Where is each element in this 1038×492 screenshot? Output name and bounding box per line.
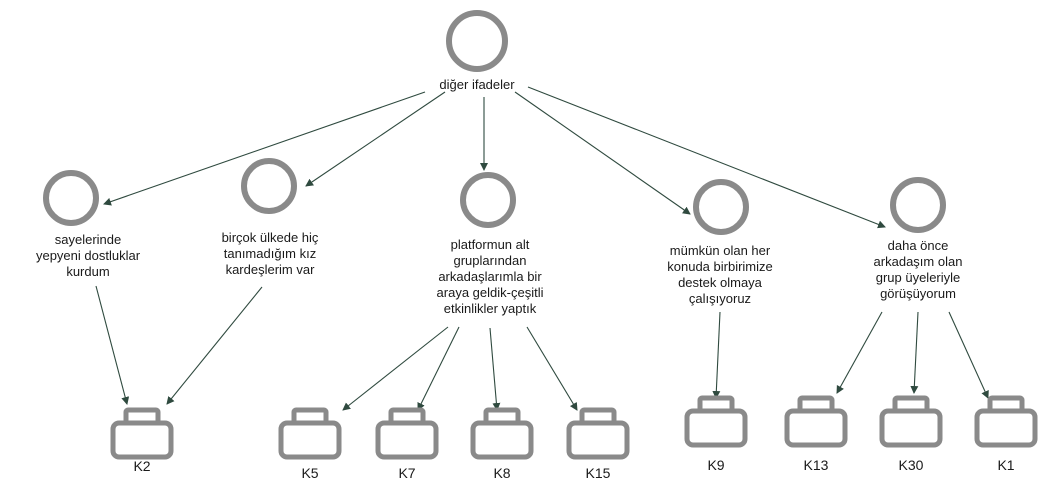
theme-node-circle [241, 158, 297, 214]
edge-t2-p1 [166, 286, 263, 405]
edge-t5-p8 [910, 311, 919, 394]
briefcase-icon [879, 395, 943, 448]
participant-label: K30 [899, 457, 924, 473]
edge-t1-p1 [95, 285, 130, 405]
briefcase-icon [974, 395, 1038, 448]
theme-node-label-line: kardeşlerim var [226, 262, 316, 277]
participant-label: K8 [493, 465, 510, 481]
theme-node-label-line: konuda birbirimize [667, 259, 773, 274]
briefcase-icon [784, 395, 848, 448]
edge-t3-p5 [526, 326, 578, 411]
participant-node[interactable]: K1 [974, 395, 1038, 473]
participant-label: K13 [804, 457, 829, 473]
participant-label: K2 [133, 458, 150, 474]
theme-node-circle [693, 179, 749, 235]
theme-node-circle [890, 177, 946, 233]
edge-t3-p4 [489, 327, 501, 411]
briefcase-icon [684, 395, 748, 448]
edge-root-t1 [103, 91, 426, 206]
theme-node-label-line: daha önce [888, 238, 949, 253]
edge-t3-p2 [342, 326, 449, 411]
theme-node-label-line: arkadaşlarımla bir [438, 269, 542, 284]
edges-layer [95, 86, 989, 411]
edge-t3-p3 [417, 326, 460, 411]
theme-node-label-line: birçok ülkede hiç [222, 230, 319, 245]
participant-label: K1 [997, 457, 1014, 473]
briefcase-icon [566, 407, 630, 460]
briefcase-icon [470, 407, 534, 460]
edge-t5-p9 [948, 311, 989, 399]
theme-node-label-line: gruplarından [454, 253, 527, 268]
edge-t5-p7 [836, 311, 883, 394]
participant-label: K7 [398, 465, 415, 481]
participant-label: K9 [707, 457, 724, 473]
theme-node-label-line: destek olmaya [678, 275, 763, 290]
theme-node-label-line: çalışıyoruz [689, 291, 751, 306]
participant-node[interactable]: K15 [566, 407, 630, 481]
theme-node[interactable]: platformun altgruplarındanarkadaşlarımla… [437, 172, 544, 316]
theme-node-label-line: arkadaşım olan [874, 254, 963, 269]
edge-t4-p6 [712, 311, 721, 399]
participant-node[interactable]: K2 [110, 407, 174, 474]
participant-node[interactable]: K7 [375, 407, 439, 481]
theme-node-circle [43, 170, 99, 226]
theme-node-label-line: araya geldik-çeşitli [437, 285, 544, 300]
participant-node[interactable]: K9 [684, 395, 748, 473]
theme-node-label-line: platformun alt [451, 237, 530, 252]
theme-node-label-line: etkinlikler yaptık [444, 301, 537, 316]
participant-node[interactable]: K8 [470, 407, 534, 481]
participant-label: K15 [586, 465, 611, 481]
edge-root-t4 [514, 91, 691, 215]
theme-node-label-line: mümkün olan her [670, 243, 771, 258]
root-node-circle [446, 10, 508, 72]
root-node-label: diğer ifadeler [439, 77, 515, 92]
participant-label: K5 [301, 465, 318, 481]
theme-node-label-line: grup üyeleriyle [876, 270, 961, 285]
theme-node-label-line: sayelerinde [55, 232, 122, 247]
briefcase-icon [110, 407, 174, 460]
theme-node-label-line: yepyeni dostluklar [36, 248, 141, 263]
theme-node-label-line: tanımadığım kız [224, 246, 316, 261]
participant-node[interactable]: K5 [278, 407, 342, 481]
briefcase-icon [278, 407, 342, 460]
theme-node-label-line: görüşüyorum [880, 286, 956, 301]
edge-root-t2 [305, 91, 446, 187]
theme-node-circle [460, 172, 516, 228]
briefcase-icon [375, 407, 439, 460]
edge-root-t5 [527, 86, 886, 229]
participant-node[interactable]: K13 [784, 395, 848, 473]
participant-node[interactable]: K30 [879, 395, 943, 473]
root-node[interactable]: diğer ifadeler [439, 10, 515, 92]
theme-node-label-line: kurdum [66, 264, 109, 279]
